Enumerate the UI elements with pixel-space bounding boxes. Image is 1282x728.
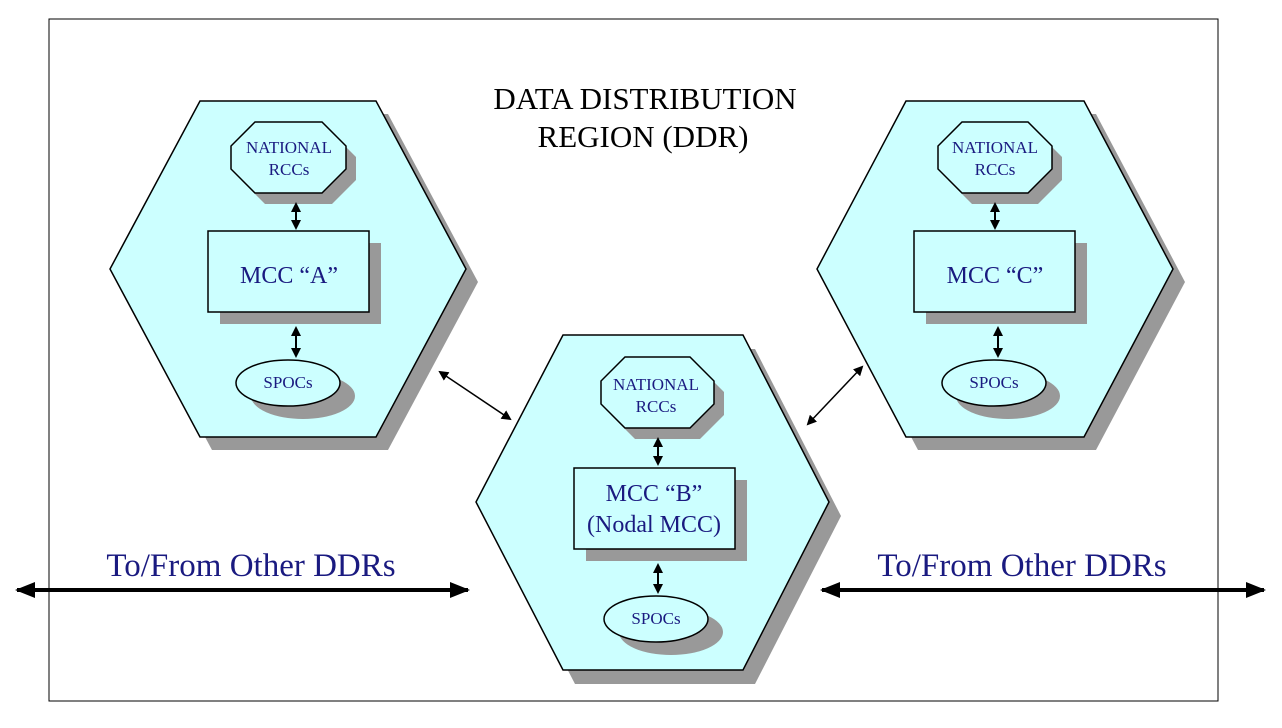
rcc-label-line2: RCCs	[975, 160, 1016, 179]
ddr-title-line1: DATA DISTRIBUTION	[493, 81, 796, 116]
rcc-octagon	[937, 121, 1053, 194]
mcc-label-line1: MCC “B”	[606, 481, 703, 507]
spoc-label: SPOCs	[631, 609, 680, 628]
rcc-octagon	[600, 356, 715, 429]
spoc-label: SPOCs	[969, 373, 1018, 392]
mcc-box	[573, 467, 736, 550]
rcc-label-line2: RCCs	[269, 160, 310, 179]
mcc-b-region: NATIONAL RCCs MCC “B” (Nodal MCC) SPOCs	[475, 334, 841, 684]
mcc-label-line2: (Nodal MCC)	[587, 512, 721, 538]
rcc-label-line1: NATIONAL	[246, 138, 332, 157]
external-label-right: To/From Other DDRs	[877, 548, 1166, 584]
rcc-label-line1: NATIONAL	[613, 375, 699, 394]
mcc-a-region: NATIONAL RCCs MCC “A” SPOCs	[109, 100, 478, 450]
link-b-c	[806, 365, 864, 426]
external-label-left: To/From Other DDRs	[106, 548, 395, 584]
spoc-ellipse	[941, 359, 1047, 407]
rcc-label-line2: RCCs	[636, 397, 677, 416]
link-a-b	[438, 370, 512, 421]
mcc-box	[207, 230, 370, 313]
mcc-c-region: NATIONAL RCCs MCC “C” SPOCs	[816, 100, 1185, 450]
mcc-label: MCC “C”	[947, 263, 1044, 289]
rcc-octagon	[230, 121, 347, 194]
mcc-label: MCC “A”	[240, 263, 338, 289]
mcc-box	[913, 230, 1076, 313]
spoc-ellipse	[603, 595, 709, 643]
rcc-label-line1: NATIONAL	[952, 138, 1038, 157]
spoc-label: SPOCs	[263, 373, 312, 392]
ddr-title-line2: REGION (DDR)	[538, 119, 749, 154]
spoc-ellipse	[235, 359, 341, 407]
